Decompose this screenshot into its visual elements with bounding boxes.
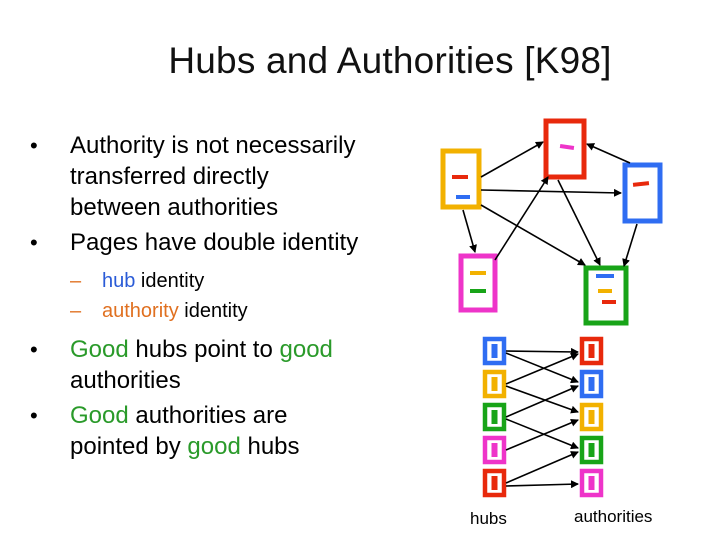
page-orange-hub [440, 148, 482, 210]
good-word: Good [70, 402, 129, 429]
edge [505, 418, 579, 450]
edge [462, 209, 477, 253]
good-word: good [279, 336, 333, 363]
bullet-dot-icon: • [30, 403, 38, 428]
edge [494, 176, 549, 261]
edge [505, 480, 579, 489]
bullet-good-authorities: • Good authorities are pointed by good h… [30, 400, 410, 462]
page-red-authority [543, 118, 587, 180]
bullet-double-identity: • Pages have double identity [30, 227, 410, 258]
bullet-text-line: between authorities [70, 194, 279, 221]
authority-column [579, 336, 604, 498]
bullet-text-line: Good hubs point to good [70, 334, 410, 365]
hubs-label: hubs [470, 509, 507, 528]
bullet-text: authorities are [128, 402, 288, 429]
slide-title: Hubs and Authorities [K98] [168, 40, 612, 81]
bullet-text-line: authorities [70, 367, 181, 394]
sub-bullet-text: identity [135, 270, 205, 292]
bullet-text-line: Good authorities are [70, 400, 410, 431]
edge [622, 223, 638, 267]
bullet-dot-icon: • [30, 337, 38, 362]
hub-column [482, 336, 507, 498]
bullet-dot-icon: • [30, 133, 38, 158]
edge [505, 352, 579, 384]
good-word: good [187, 433, 241, 460]
dash-icon: – [70, 300, 82, 322]
edge [505, 385, 579, 418]
hub-word: hub [102, 270, 136, 292]
bullet-good-hubs: • Good hubs point to good authorities [30, 334, 410, 396]
sub-bullet-authority-identity: – authority identity [70, 296, 410, 326]
sub-bullet-hub-identity: – hub identity [70, 266, 410, 296]
bullet-text-line: pointed by good hubs [70, 431, 410, 462]
bullet-list: • Authority is not necessarily transferr… [30, 130, 410, 466]
good-word: Good [70, 336, 129, 363]
page-green [583, 265, 629, 326]
bullet-dot-icon: • [30, 230, 38, 255]
bullet-text-line: Authority is not necessarily [70, 132, 356, 159]
bullet-text: pointed by [70, 433, 188, 460]
authority-word: authority [102, 300, 179, 322]
page-blue [622, 162, 663, 224]
edge [480, 141, 544, 178]
edge [557, 179, 601, 266]
edge [505, 451, 579, 484]
edge [505, 353, 579, 385]
edge [480, 188, 622, 197]
bullet-authority-transfer: • Authority is not necessarily transferr… [30, 130, 410, 223]
bipartite-edges [505, 347, 579, 489]
graph-edges [462, 141, 638, 267]
sub-bullet-text: identity [178, 300, 248, 322]
bullet-text-line: transferred directly [70, 163, 269, 190]
sub-bullet-list: – hub identity – authority identity [70, 266, 410, 326]
edge [505, 347, 579, 356]
authorities-label: authorities [574, 507, 652, 526]
edge [505, 419, 579, 451]
dash-icon: – [70, 270, 82, 292]
bullet-text: hubs [240, 433, 300, 460]
bullet-text-line: Pages have double identity [70, 229, 359, 256]
bullet-text: hubs point to [128, 336, 280, 363]
edge [480, 204, 586, 266]
edge [505, 385, 579, 414]
edge [586, 143, 631, 164]
page-magenta [458, 253, 498, 313]
